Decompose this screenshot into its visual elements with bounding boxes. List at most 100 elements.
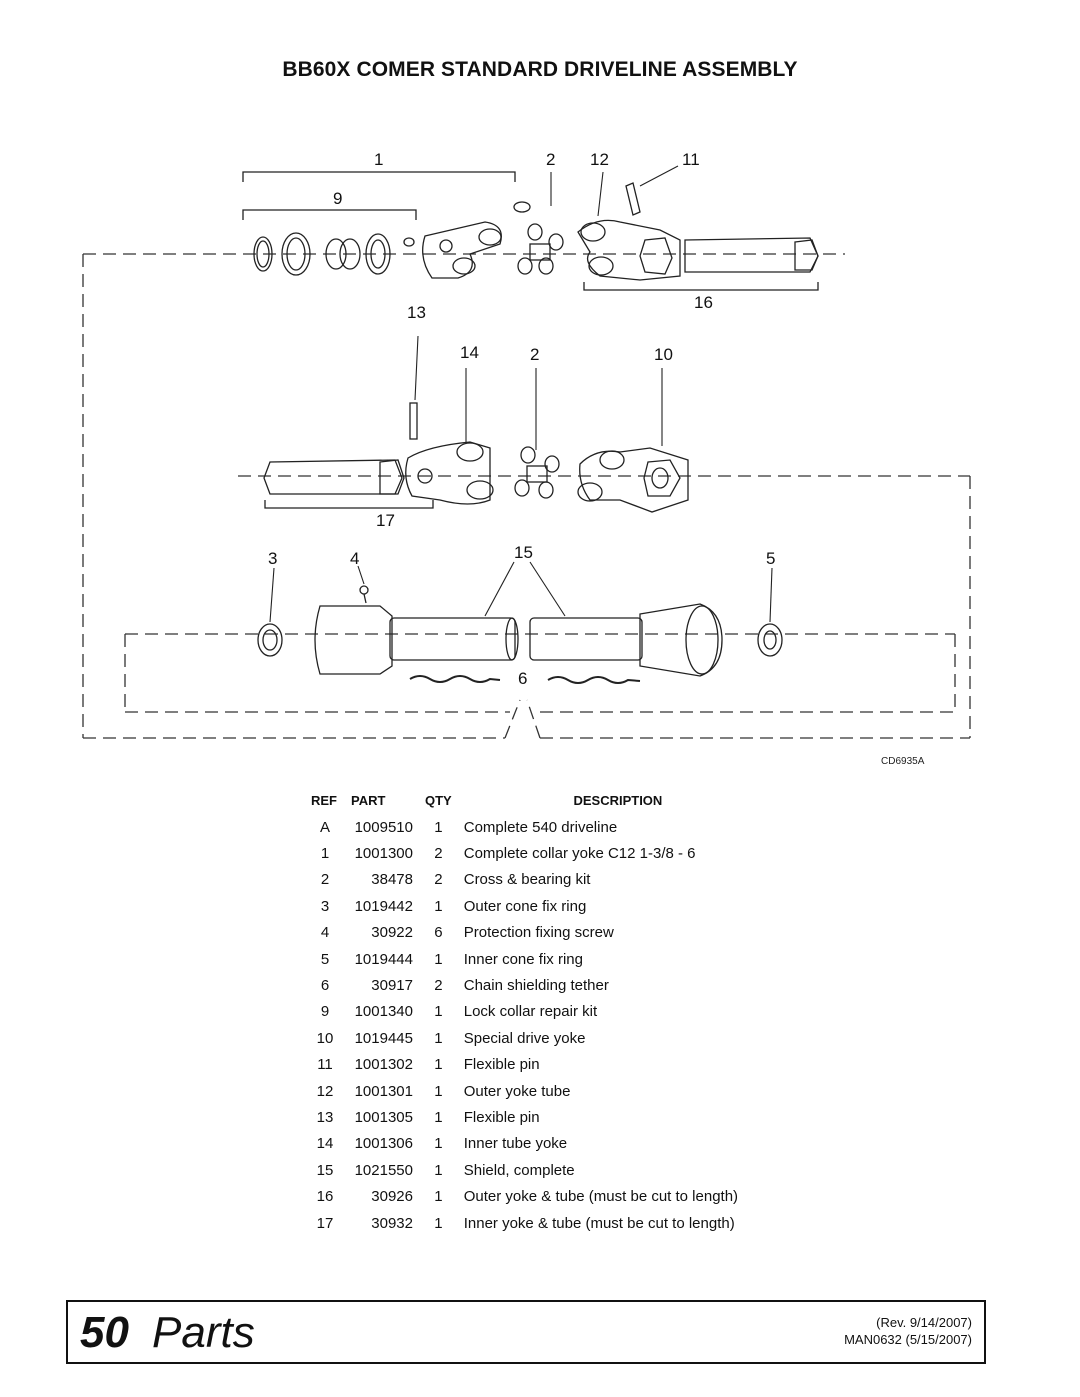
cell-description: Shield, complete: [463, 1161, 575, 1179]
cell-qty: 1: [434, 897, 443, 915]
cell-part: 30922: [371, 924, 413, 942]
cell-ref: 1: [320, 845, 330, 863]
cell-ref: 6: [320, 977, 330, 995]
shielding-chains: [409, 675, 641, 684]
flexible-pin-11: [625, 182, 641, 216]
callout-10: 10: [654, 345, 673, 364]
cell-qty: 1: [434, 1082, 443, 1100]
callout-17: 17: [376, 511, 395, 530]
cell-description: Outer yoke & tube (must be cut to length…: [463, 1188, 739, 1206]
callout-6: 6: [518, 669, 527, 688]
collar-yoke: [422, 221, 502, 279]
cell-ref: 12: [316, 1082, 334, 1100]
callout-14: 14: [460, 343, 479, 362]
manual-number: MAN0632 (5/15/2007): [844, 1332, 972, 1347]
cell-part: 1001305: [354, 1108, 413, 1126]
cell-ref: A: [319, 818, 330, 836]
cell-qty: 1: [434, 1214, 443, 1232]
cell-part: 1001302: [354, 1056, 413, 1074]
cell-ref: 11: [317, 1056, 333, 1074]
cell-qty: 1: [434, 1056, 443, 1074]
cell-part: 1009510: [354, 818, 413, 836]
outer-yoke-tube: [577, 219, 819, 281]
callout-15: 15: [514, 543, 533, 562]
header-ref: REF: [311, 793, 337, 808]
callout-2-top: 2: [546, 150, 555, 169]
cell-part: 1021550: [354, 1161, 413, 1179]
cell-qty: 1: [434, 1188, 443, 1206]
callout-12: 12: [590, 150, 609, 169]
callout-5: 5: [766, 549, 775, 568]
cell-description: Complete collar yoke C12 1-3/8 - 6: [463, 845, 696, 863]
table-row: 1 1001300 2 Complete collar yoke C12 1-3/8 …: [305, 840, 744, 866]
cell-qty: 1: [434, 1108, 443, 1126]
callout-9: 9: [333, 189, 342, 208]
cell-qty: 2: [434, 845, 443, 863]
cell-ref: 9: [320, 1003, 330, 1021]
cell-part: 1001300: [354, 845, 413, 863]
cell-qty: 2: [434, 977, 443, 995]
cell-part: 1001301: [354, 1082, 413, 1100]
cell-description: Flexible pin: [463, 1056, 540, 1074]
cell-description: Protection fixing screw: [463, 924, 614, 942]
table-row: 17 30932 1 Inner yoke & tube (must be cut t…: [305, 1210, 744, 1236]
bracket-lines: [242, 171, 819, 509]
header-description: DESCRIPTION: [573, 793, 663, 808]
cell-description: Inner cone fix ring: [463, 950, 583, 968]
cell-part: 30932: [371, 1214, 413, 1232]
cell-ref: 13: [316, 1108, 334, 1126]
special-drive-yoke: [577, 447, 689, 513]
cell-ref: 5: [320, 950, 330, 968]
cell-description: Inner yoke & tube (must be cut to length…: [463, 1214, 735, 1232]
cell-ref: 15: [316, 1161, 334, 1179]
table-row: 13 1001305 1 Flexible pin: [305, 1104, 744, 1130]
table-row: 4 30922 6 Protection fixing screw: [305, 920, 744, 946]
cell-description: Cross & bearing kit: [463, 871, 591, 889]
cell-qty: 1: [434, 1135, 443, 1153]
leader-lines: [269, 165, 773, 623]
cell-qty: 1: [434, 818, 443, 836]
cell-description: Lock collar repair kit: [463, 1003, 598, 1021]
table-row: 15 1021550 1 Shield, complete: [305, 1157, 744, 1183]
cell-ref: 16: [316, 1188, 334, 1206]
cell-description: Special drive yoke: [463, 1029, 586, 1047]
revision-date: (Rev. 9/14/2007): [876, 1315, 972, 1330]
cell-ref: 4: [320, 924, 330, 942]
cell-ref: 14: [316, 1135, 334, 1153]
page-footer: 50 Parts (Rev. 9/14/2007) MAN0632 (5/15/…: [66, 1300, 986, 1364]
cell-part: 38478: [371, 871, 413, 889]
callout-1: 1: [374, 150, 383, 169]
shield-assembly: [257, 585, 783, 677]
cell-ref: 10: [316, 1029, 334, 1047]
flexible-pin-13: [409, 402, 418, 440]
cell-part: 1001306: [354, 1135, 413, 1153]
callout-11: 11: [682, 150, 700, 169]
cell-qty: 6: [434, 924, 443, 942]
cell-qty: 1: [434, 1003, 443, 1021]
cell-ref: 17: [316, 1214, 334, 1232]
revision-info: (Rev. 9/14/2007) MAN0632 (5/15/2007): [844, 1314, 972, 1348]
cell-qty: 2: [434, 871, 443, 889]
cell-qty: 1: [434, 1029, 443, 1047]
table-row: 2 38478 2 Cross & bearing kit: [305, 867, 744, 893]
cell-ref: 2: [320, 871, 330, 889]
callout-3: 3: [268, 549, 277, 568]
callout-13: 13: [407, 303, 426, 322]
page-title: BB60X COMER STANDARD DRIVELINE ASSEMBLY: [282, 58, 798, 81]
cell-qty: 1: [434, 1161, 443, 1179]
cell-qty: 1: [434, 950, 443, 968]
cell-description: Chain shielding tether: [463, 977, 609, 995]
cell-part: 1019445: [354, 1029, 413, 1047]
cell-description: Flexible pin: [463, 1108, 540, 1126]
cell-part: 1019444: [354, 950, 413, 968]
cross-bearing-top: [513, 201, 564, 275]
diagram-code: CD6935A: [881, 756, 925, 767]
callout-4: 4: [350, 549, 359, 568]
